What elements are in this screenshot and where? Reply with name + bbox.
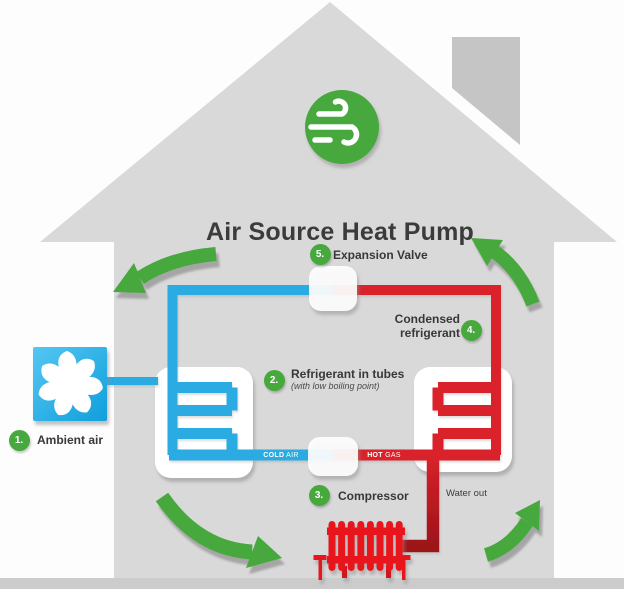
step-number-3: 3. (314, 489, 324, 501)
heat-pump-header-badge (305, 90, 379, 164)
step-badge-5: 5. (309, 243, 331, 265)
hot-pipe-loop (333, 285, 501, 455)
step-badge-4: 4. (460, 319, 482, 341)
step-badge-1: 1. (8, 429, 30, 451)
page-title: Air Source Heat Pump (206, 218, 474, 246)
step-number-4: 4. (466, 324, 476, 336)
step-label-condensed-refrigerant: Condensed refrigerant (394, 312, 460, 340)
circulation-arrow-bottom-left (155, 492, 282, 568)
step-label-compressor: Compressor (338, 489, 409, 503)
circulation-arrow-top-left (113, 247, 217, 293)
radiator-valve-left-cap (313, 555, 327, 560)
step-number-5: 5. (315, 248, 325, 260)
radiator-valve-right (402, 556, 406, 580)
hot-gas-word1: HOT (367, 452, 383, 459)
step-label-ambient-air: Ambient air (37, 433, 104, 447)
water-out-pipe (399, 450, 440, 553)
circulation-arrows (113, 238, 540, 568)
step-number-1: 1. (14, 434, 24, 446)
circulation-arrow-bottom-right (483, 500, 540, 562)
circulation-arrow-top-right (471, 238, 540, 307)
ground-floor (0, 578, 624, 589)
step-label-refrigerant: Refrigerant in tubes (291, 367, 405, 381)
radiator-valve-left (318, 556, 322, 580)
step-badge-3: 3. (308, 484, 330, 506)
house-chimney (452, 37, 520, 145)
cold-air-word2: AIR (286, 452, 299, 459)
cold-air-pipe-label: COLD AIR (253, 451, 309, 460)
hot-gas-pipe-label: HOT GAS (356, 451, 412, 460)
outdoor-fan-unit (33, 347, 107, 421)
radiator-leg-right (386, 566, 391, 578)
fan-icon (38, 351, 103, 416)
radiator (313, 521, 411, 580)
hot-gas-word2: GAS (385, 452, 401, 459)
expansion-valve-box (309, 266, 357, 311)
wind-icon (308, 98, 360, 146)
hot-coil (333, 382, 500, 461)
step-sublabel-refrigerant: (with low boiling point) (291, 381, 380, 391)
radiator-top-bar (327, 527, 405, 535)
water-out-label: Water out (446, 488, 487, 499)
compressor-box (308, 437, 358, 476)
cold-coil (169, 382, 333, 461)
cold-air-word1: COLD (263, 452, 285, 459)
radiator-leg-left (342, 566, 347, 578)
radiator-bottom-bar (327, 556, 405, 564)
step-badge-2: 2. (263, 369, 285, 391)
cold-pipe-loop (167, 285, 333, 455)
step-label-expansion-valve: Expansion Valve (333, 248, 428, 262)
step-number-2: 2. (269, 374, 279, 386)
